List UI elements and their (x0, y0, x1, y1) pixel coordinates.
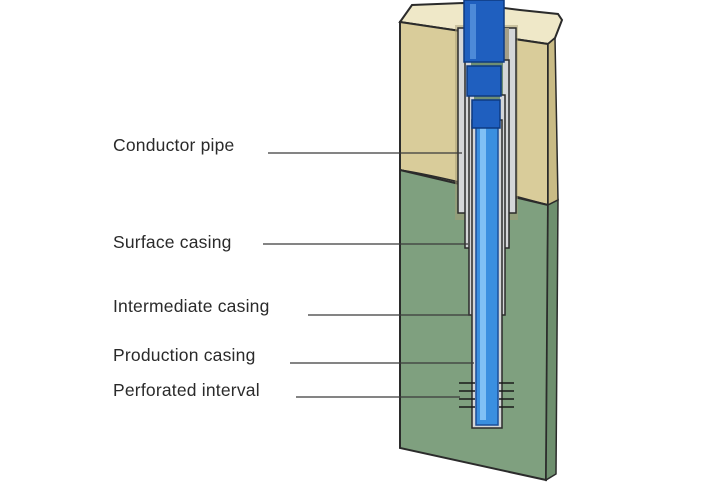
production-tubing (475, 119, 499, 426)
label-intermediate-casing: Intermediate casing (113, 296, 270, 316)
perforations (459, 382, 514, 408)
wellhead-shine (470, 4, 476, 59)
wellhead-collar-1 (466, 65, 502, 97)
wellhead-collar-2 (471, 99, 501, 129)
label-perforated-interval: Perforated interval (113, 380, 260, 400)
tubing-highlight (480, 125, 486, 420)
leader-lines (263, 152, 474, 398)
rock-side-face (545, 198, 559, 482)
label-surface-casing: Surface casing (113, 232, 232, 252)
label-conductor-pipe: Conductor pipe (113, 135, 235, 155)
soil-side-face (547, 36, 559, 207)
label-production-casing: Production casing (113, 345, 256, 365)
